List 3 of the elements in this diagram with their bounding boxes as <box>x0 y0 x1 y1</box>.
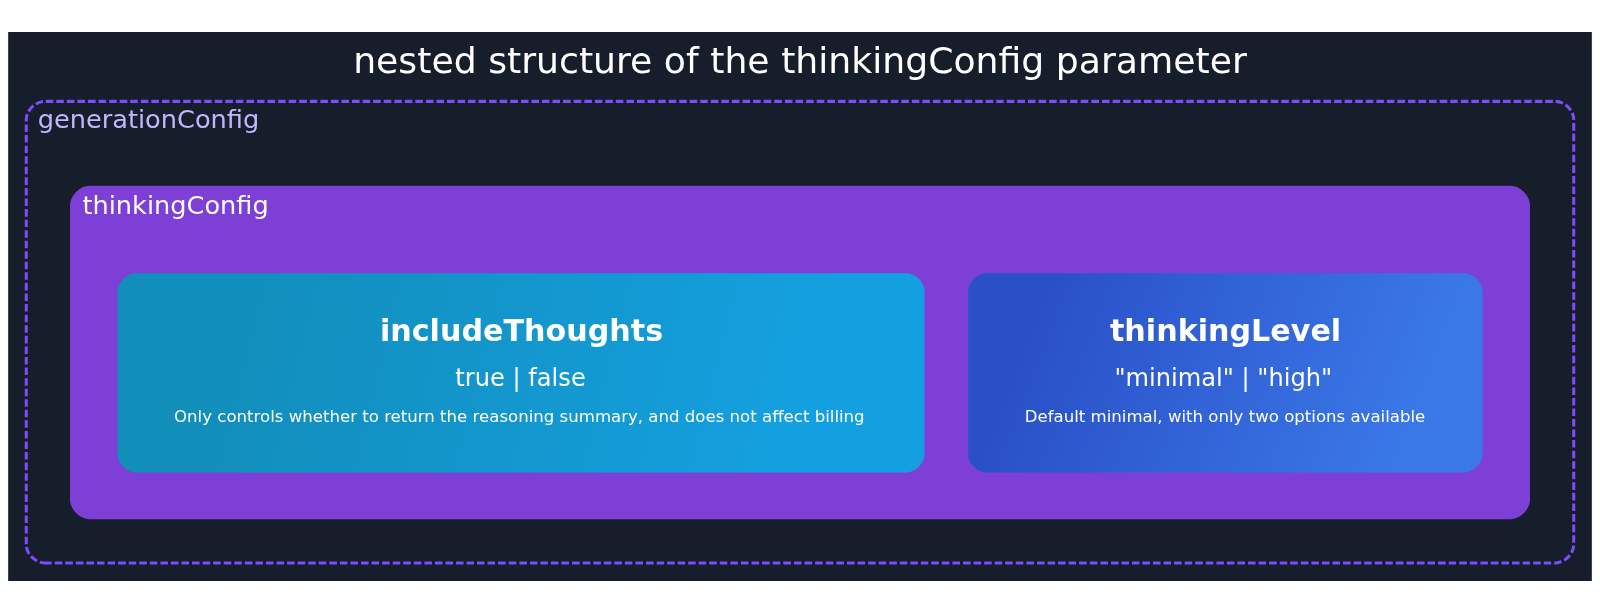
node-box: thinkingLevel "minimal" | "high" Default minimal, with only two options available <box>968 272 1483 472</box>
diagram-title: nested structure of the thinkingConfig parameter <box>353 38 1247 82</box>
node-box: includeThoughts true | false Only controls whether to return the reasoning summary, and does not affect billing <box>117 272 925 472</box>
